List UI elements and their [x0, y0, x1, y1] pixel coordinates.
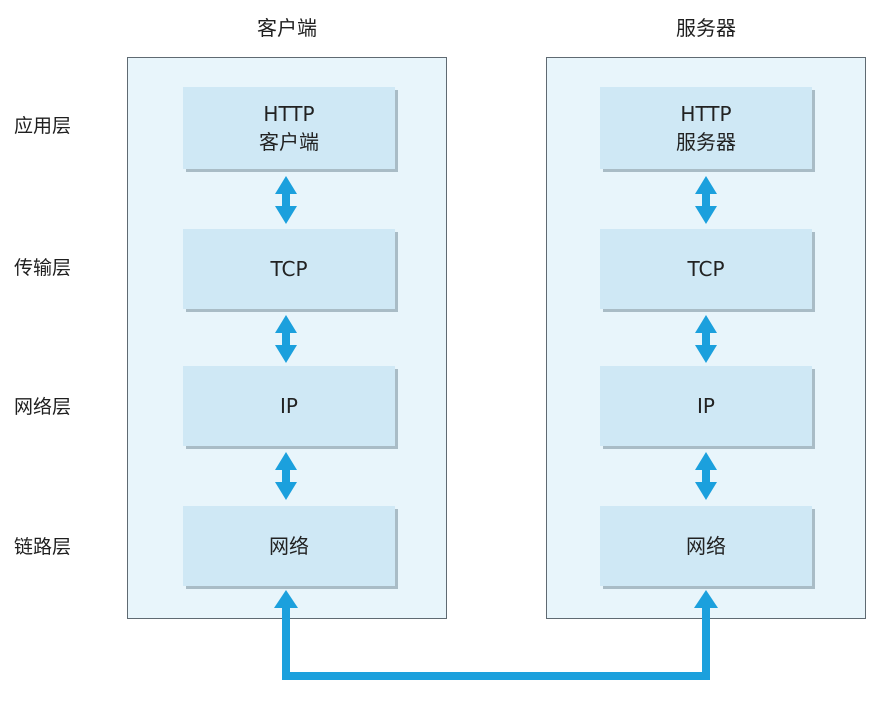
- server-network-label: 网络: [686, 534, 726, 558]
- network-layer-label: 网络层: [14, 396, 72, 418]
- link-layer-label: 链路层: [14, 536, 72, 558]
- server-http-label: HTTP: [680, 102, 732, 126]
- client-tcp-block: TCP: [183, 229, 395, 309]
- client-http-sublabel: 客户端: [259, 130, 319, 154]
- server-ip-label: IP: [697, 394, 715, 418]
- client-http-label: HTTP: [263, 102, 315, 126]
- server-network-block: 网络: [600, 506, 812, 586]
- server-title: 服务器: [676, 16, 736, 40]
- server-ip-block: IP: [600, 366, 812, 446]
- server-http-block: HTTP 服务器: [600, 87, 812, 169]
- application-layer-label: 应用层: [14, 115, 72, 137]
- client-http-block: HTTP 客户端: [183, 87, 395, 169]
- client-ip-label: IP: [280, 394, 298, 418]
- client-ip-block: IP: [183, 366, 395, 446]
- client-tcp-label: TCP: [270, 257, 308, 281]
- server-http-sublabel: 服务器: [676, 130, 736, 154]
- client-title: 客户端: [257, 16, 317, 40]
- client-network-block: 网络: [183, 506, 395, 586]
- client-network-label: 网络: [269, 534, 309, 558]
- server-tcp-block: TCP: [600, 229, 812, 309]
- transport-layer-label: 传输层: [14, 257, 72, 279]
- server-tcp-label: TCP: [687, 257, 725, 281]
